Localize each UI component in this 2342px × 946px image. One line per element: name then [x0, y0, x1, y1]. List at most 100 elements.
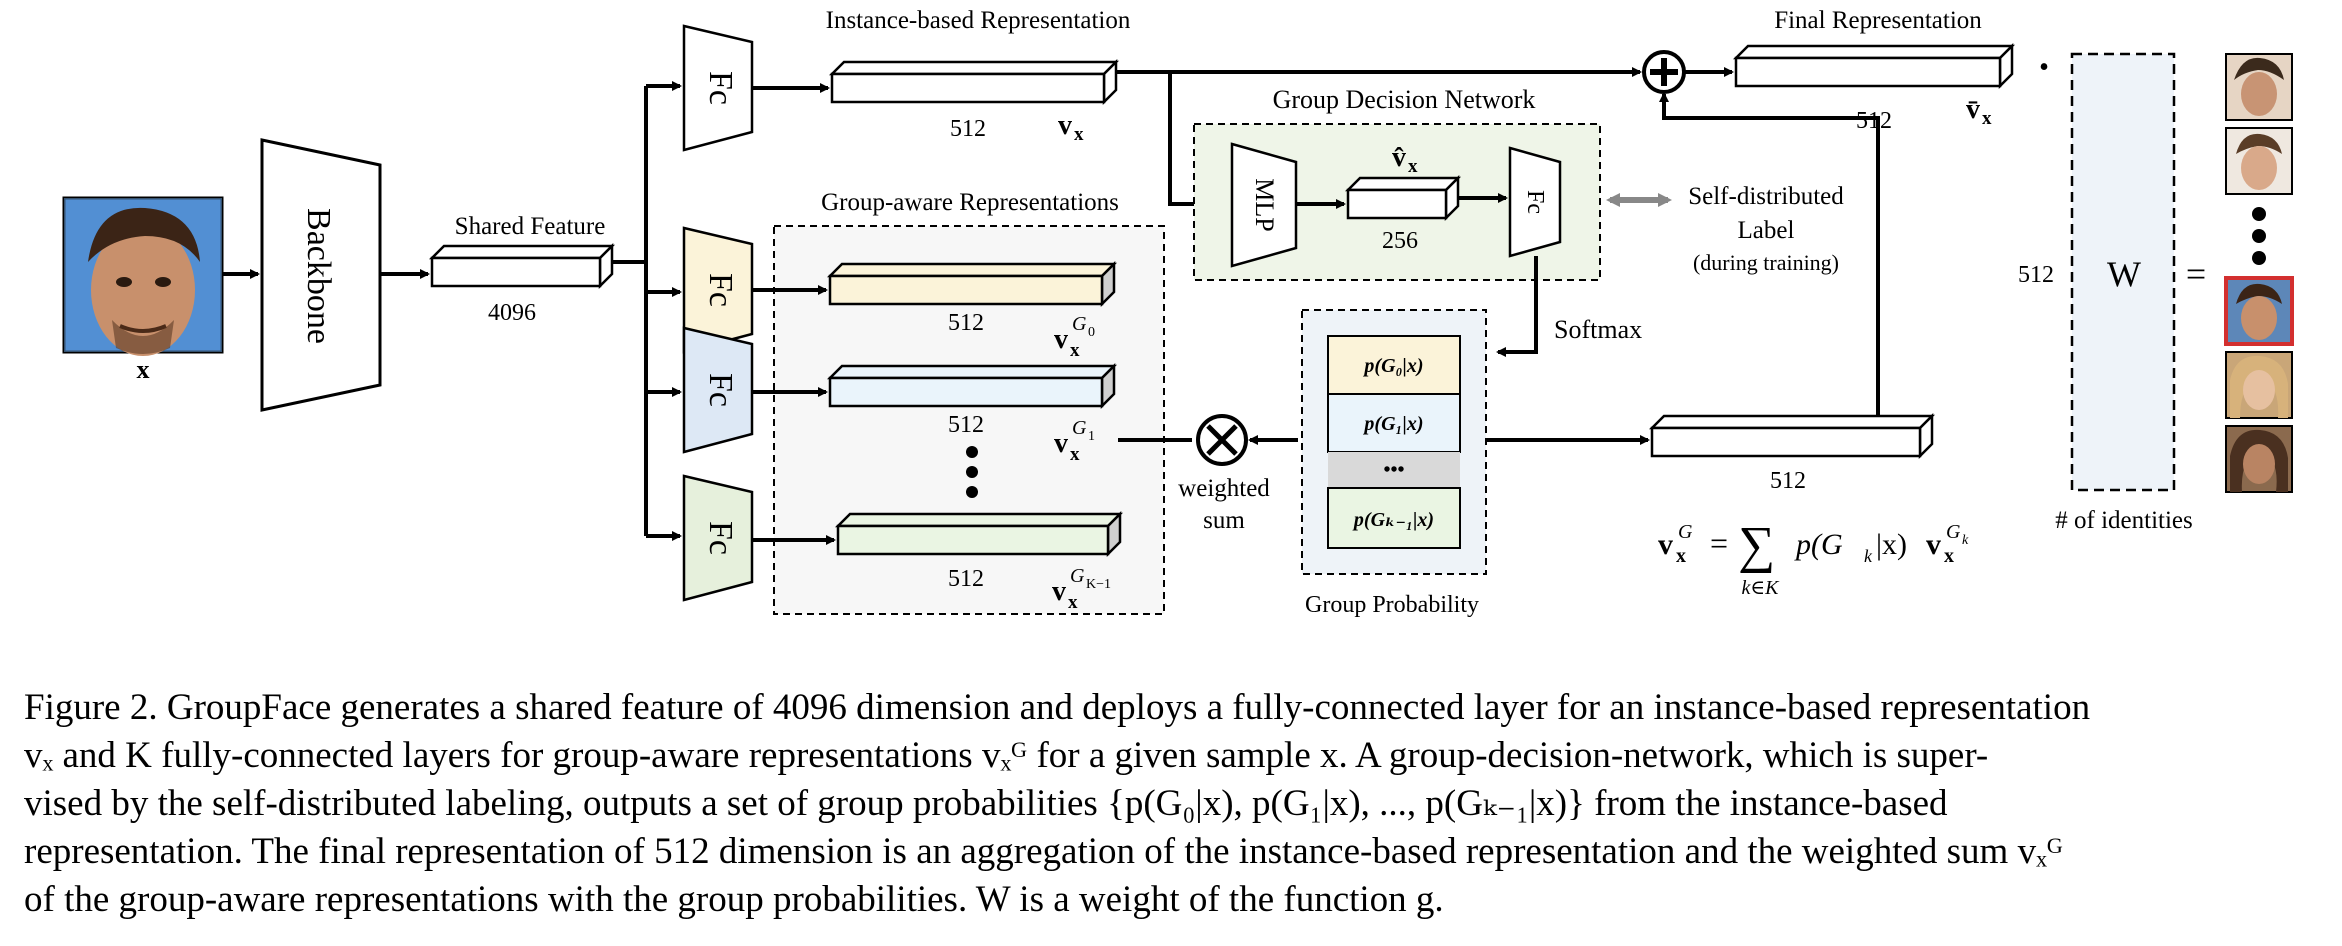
final-dim: 512: [1856, 108, 1892, 134]
svg-text:1: 1: [1088, 429, 1095, 444]
instance-dim: 512: [950, 116, 986, 142]
instance-vector: [828, 58, 1120, 106]
backbone-block: [260, 138, 382, 412]
caption-line-1: Figure 2. GroupFace generates a shared f…: [24, 687, 2091, 728]
weighted-sum-formula: v x G = ∑ k∈K p(G k |x) v x G k: [1658, 517, 1969, 599]
gdn-mlp: MLP: [1230, 142, 1298, 268]
svg-text:MLP: MLP: [1250, 178, 1279, 231]
instance-title: Instance-based Representation: [826, 7, 1131, 34]
shared-feature-vector: [428, 242, 616, 290]
identity-face-5: [2225, 425, 2293, 493]
identity-ellipsis-dots: [2252, 207, 2266, 265]
group-dim-0: 512: [948, 310, 984, 336]
fc-instance: Fc: [682, 24, 754, 152]
final-vector: [1732, 42, 2016, 90]
caption-line-5: of the group-aware representations with …: [24, 879, 1444, 920]
svg-text:K−1: K−1: [1086, 577, 1111, 592]
svg-text:Fc: Fc: [1522, 190, 1548, 214]
group-aware-title: Group-aware Representations: [821, 189, 1119, 216]
identity-face-3-highlighted: [2224, 276, 2294, 346]
svg-text:v: v: [1658, 528, 1673, 561]
identity-face-2: [2225, 127, 2293, 195]
svg-text:Fc: Fc: [702, 273, 739, 307]
svg-text:p(G: p(G: [1794, 528, 1843, 561]
svg-text:x: x: [1676, 545, 1686, 567]
svg-text:Fc: Fc: [702, 373, 739, 407]
weighted-vector: [1648, 412, 1936, 460]
svg-text:v: v: [1054, 324, 1068, 355]
input-face-image: [62, 196, 224, 356]
svg-text:G: G: [1070, 565, 1085, 587]
weight-matrix: [2070, 52, 2176, 492]
svg-text:Fc: Fc: [702, 71, 739, 105]
svg-text:x: x: [1068, 592, 1078, 613]
svg-text:x: x: [1074, 124, 1084, 145]
prob-cell-0: p(G₀|x): [1362, 355, 1423, 377]
instance-symbol: v x: [1058, 110, 1084, 145]
svg-text:v: v: [1058, 110, 1072, 141]
groupface-diagram: x Backbone Shared Feature 4096 Fc Fc Fc …: [62, 7, 2294, 618]
svg-text:x: x: [1408, 156, 1418, 177]
fc-group-0: Fc: [682, 226, 754, 354]
svg-text:v̄: v̄: [1966, 94, 1980, 125]
arrow-softmax: [1496, 256, 1538, 357]
gdn-hat-symbol: v̂ x: [1392, 142, 1418, 177]
group-symbol-0: v x G 0: [1054, 313, 1095, 361]
prob-cell-3: p(Gₖ₋₁|x): [1352, 509, 1434, 531]
weighted-sum-line1: weighted: [1178, 475, 1270, 502]
otimes-icon: [1196, 414, 1248, 466]
weight-label: W: [2107, 254, 2141, 294]
shared-feature-title: Shared Feature: [455, 213, 606, 240]
weight-eq: =: [2186, 254, 2206, 294]
svg-text:Fc: Fc: [702, 521, 739, 555]
caption-line-2: vₓ and K fully-connected layers for grou…: [24, 735, 1989, 776]
group-symbol-k: v x G K−1: [1052, 565, 1111, 613]
svg-text:0: 0: [1088, 325, 1095, 340]
weighted-vector-dim: 512: [1770, 468, 1806, 494]
svg-text:∑: ∑: [1738, 517, 1775, 574]
fc-group-1: Fc: [682, 326, 754, 454]
figure-caption: Figure 2. GroupFace generates a shared f…: [24, 684, 2324, 924]
svg-text:G: G: [1072, 313, 1087, 335]
gdn-hidden-vector: [1344, 174, 1462, 222]
weight-rows-label: 512: [2018, 262, 2054, 288]
final-dot: •: [2039, 52, 2049, 83]
caption-line-3: vised by the self-distributed labeling, …: [24, 783, 1948, 824]
input-label: x: [137, 355, 150, 384]
svg-text:k: k: [1864, 546, 1873, 566]
svg-text:|x): |x): [1876, 528, 1907, 561]
identity-face-1: [2225, 53, 2293, 121]
svg-text:v: v: [1052, 576, 1066, 607]
prob-cell-2: •••: [1383, 459, 1404, 481]
trunk-lines: [612, 81, 682, 541]
svg-text:v: v: [1926, 528, 1941, 561]
svg-text:v̂: v̂: [1392, 142, 1406, 173]
gdn-hidden-dim: 256: [1382, 228, 1418, 254]
prob-cells: [1327, 335, 1461, 549]
svg-text:x: x: [1982, 108, 1992, 129]
svg-text:v: v: [1054, 428, 1068, 459]
group-dim-k: 512: [948, 566, 984, 592]
shared-feature-dim: 4096: [488, 300, 536, 326]
svg-text:k∈K: k∈K: [1741, 577, 1780, 599]
group-vector-0: [826, 260, 1118, 308]
final-title: Final Representation: [1774, 7, 1982, 34]
svg-text:x: x: [1070, 340, 1080, 361]
svg-text:G: G: [1072, 417, 1087, 439]
softmax-label: Softmax: [1554, 315, 1642, 344]
svg-text:G: G: [1946, 521, 1961, 543]
backbone-label: Backbone: [300, 208, 337, 344]
arrow-weightedvec-plus: [1659, 92, 1880, 416]
self-label-line1: Self-distributed: [1688, 183, 1844, 210]
self-label-line3: (during training): [1693, 250, 1839, 275]
prob-cell-1: p(G₁|x): [1362, 413, 1423, 435]
gdn-fc: Fc: [1508, 146, 1562, 258]
identity-face-4: [2225, 351, 2293, 419]
group-vector-k: [834, 510, 1124, 558]
svg-text:k: k: [1962, 533, 1969, 548]
self-label-line2: Label: [1738, 217, 1795, 244]
svg-text:G: G: [1678, 521, 1693, 543]
final-symbol: v̄ x: [1966, 94, 1992, 129]
svg-text:x: x: [1944, 545, 1954, 567]
gdn-title: Group Decision Network: [1273, 85, 1536, 114]
